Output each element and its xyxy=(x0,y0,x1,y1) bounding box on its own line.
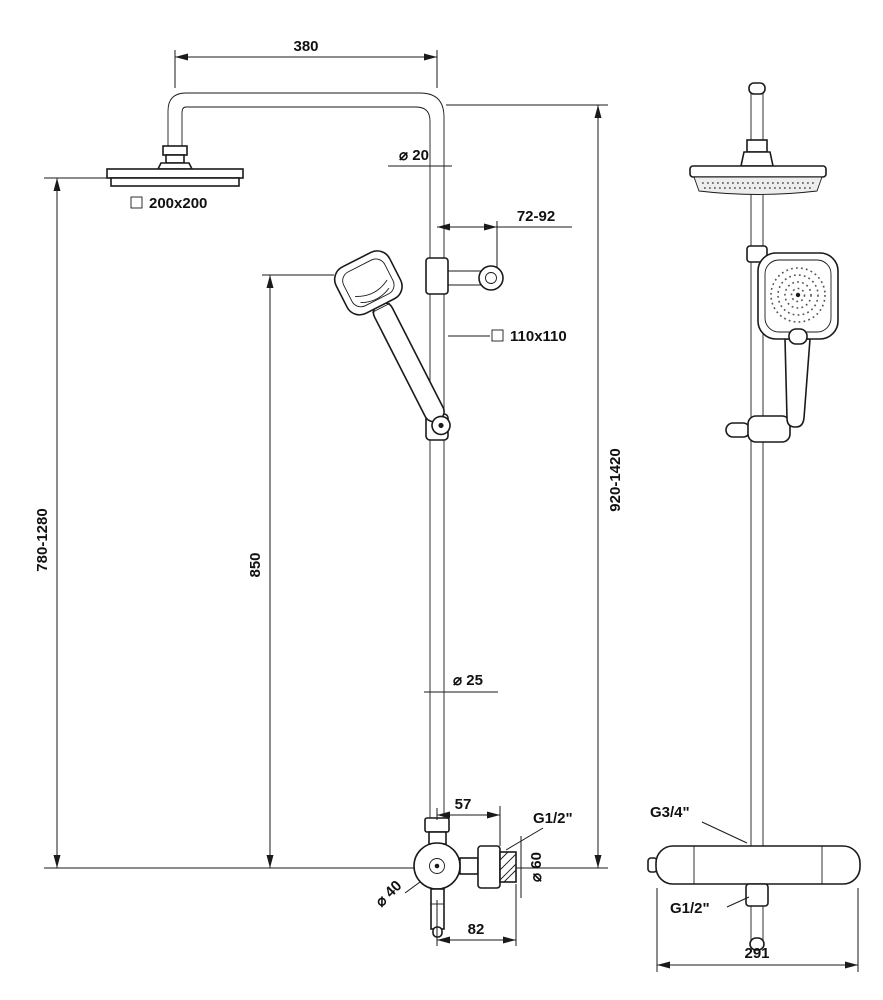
side-slide-collar xyxy=(746,245,768,263)
spray-nozzle-ring xyxy=(784,281,812,309)
wall-bracket-range-text: 72-92 xyxy=(517,208,555,225)
front-outlet-thread-label: G1/2" xyxy=(505,810,573,851)
side-head-connector xyxy=(740,139,774,167)
lower-pipe-diameter-text: ⌀ 25 xyxy=(453,672,483,689)
side-inlet-thread-label: G3/4" xyxy=(650,804,748,844)
arm-width-text: 380 xyxy=(293,38,318,55)
head-spray-face xyxy=(693,176,823,195)
valve-body-diameter-text: ⌀ 60 xyxy=(528,852,545,882)
valve-block xyxy=(477,845,501,889)
side-view: G3/4" G1/2" 291 xyxy=(647,82,861,972)
side-outlet-thread-label: G1/2" xyxy=(670,896,750,917)
head-size-label: 200x200 xyxy=(130,195,207,212)
hand-shower-head xyxy=(333,250,403,316)
spray-nozzle-ring xyxy=(777,274,819,316)
head-height-range-text: 780-1280 xyxy=(34,508,51,571)
side-riser-pipe xyxy=(748,82,766,940)
leader-line xyxy=(701,821,748,844)
holder-knob xyxy=(725,422,751,438)
outlet-nipple xyxy=(499,851,517,883)
spray-nozzle-ring xyxy=(790,287,806,303)
dim-wall-bracket-range: 72-92 xyxy=(437,208,572,267)
outlet-width-text: 82 xyxy=(468,921,485,938)
head-size-text: 200x200 xyxy=(149,195,207,212)
dim-upper-pipe-diameter: ⌀ 20 xyxy=(388,147,452,167)
knob-diameter-text: ⌀ 40 xyxy=(372,877,405,910)
dim-outlet-width: 82 xyxy=(436,884,517,946)
shower-arm xyxy=(167,92,445,146)
riser-height-range-text: 920-1420 xyxy=(607,448,624,511)
dim-outlet-offset: 57 xyxy=(436,796,501,846)
dim-knob-diameter: ⌀ 40 xyxy=(372,877,421,910)
diverter-valve xyxy=(413,817,517,938)
riser-pipe xyxy=(429,117,445,818)
dim-valve-length: 291 xyxy=(656,888,859,972)
wall-bracket xyxy=(425,257,504,295)
side-inlet-thread-text: G3/4" xyxy=(650,804,690,821)
dim-head-height-range: 780-1280 xyxy=(34,177,414,869)
side-rain-shower-head xyxy=(689,165,827,195)
side-hand-shower-holder xyxy=(725,415,791,443)
pipe-top-cap xyxy=(748,82,766,95)
side-hand-shower xyxy=(757,252,839,428)
square-symbol-icon xyxy=(491,329,504,342)
dim-arm-width: 380 xyxy=(174,38,438,88)
side-outlet-thread-text: G1/2" xyxy=(670,900,710,917)
upper-pipe-diameter-text: ⌀ 20 xyxy=(399,147,429,164)
dim-lower-pipe-diameter: ⌀ 25 xyxy=(424,672,498,693)
dim-slide-height: 850 xyxy=(247,274,334,868)
spray-nozzle-ring xyxy=(770,267,826,323)
rain-shower-head xyxy=(106,168,244,187)
hand-shower-size-label: 110x110 xyxy=(448,328,567,345)
dim-riser-height-range: 920-1420 xyxy=(446,104,624,869)
hand-shower xyxy=(333,250,451,436)
head-connector xyxy=(156,145,194,170)
leader-line xyxy=(505,827,544,851)
hand-shower-size-text: 110x110 xyxy=(510,328,567,345)
front-view: 200x200 110x110 xyxy=(34,38,624,946)
outlet-offset-text: 57 xyxy=(455,796,472,813)
valve-length-text: 291 xyxy=(744,945,769,962)
leader-line xyxy=(726,896,750,908)
front-outlet-thread-text: G1/2" xyxy=(533,810,573,827)
mode-button xyxy=(788,328,808,345)
hand-shower-handle xyxy=(372,302,445,423)
hand-shower-handle xyxy=(784,338,811,428)
square-symbol-icon xyxy=(130,196,143,209)
dim-valve-body-diameter: ⌀ 60 xyxy=(520,836,545,898)
slide-height-text: 850 xyxy=(247,552,264,577)
side-lower-outlet xyxy=(745,883,769,951)
side-valve-body xyxy=(647,845,861,885)
leader-line xyxy=(404,881,421,894)
